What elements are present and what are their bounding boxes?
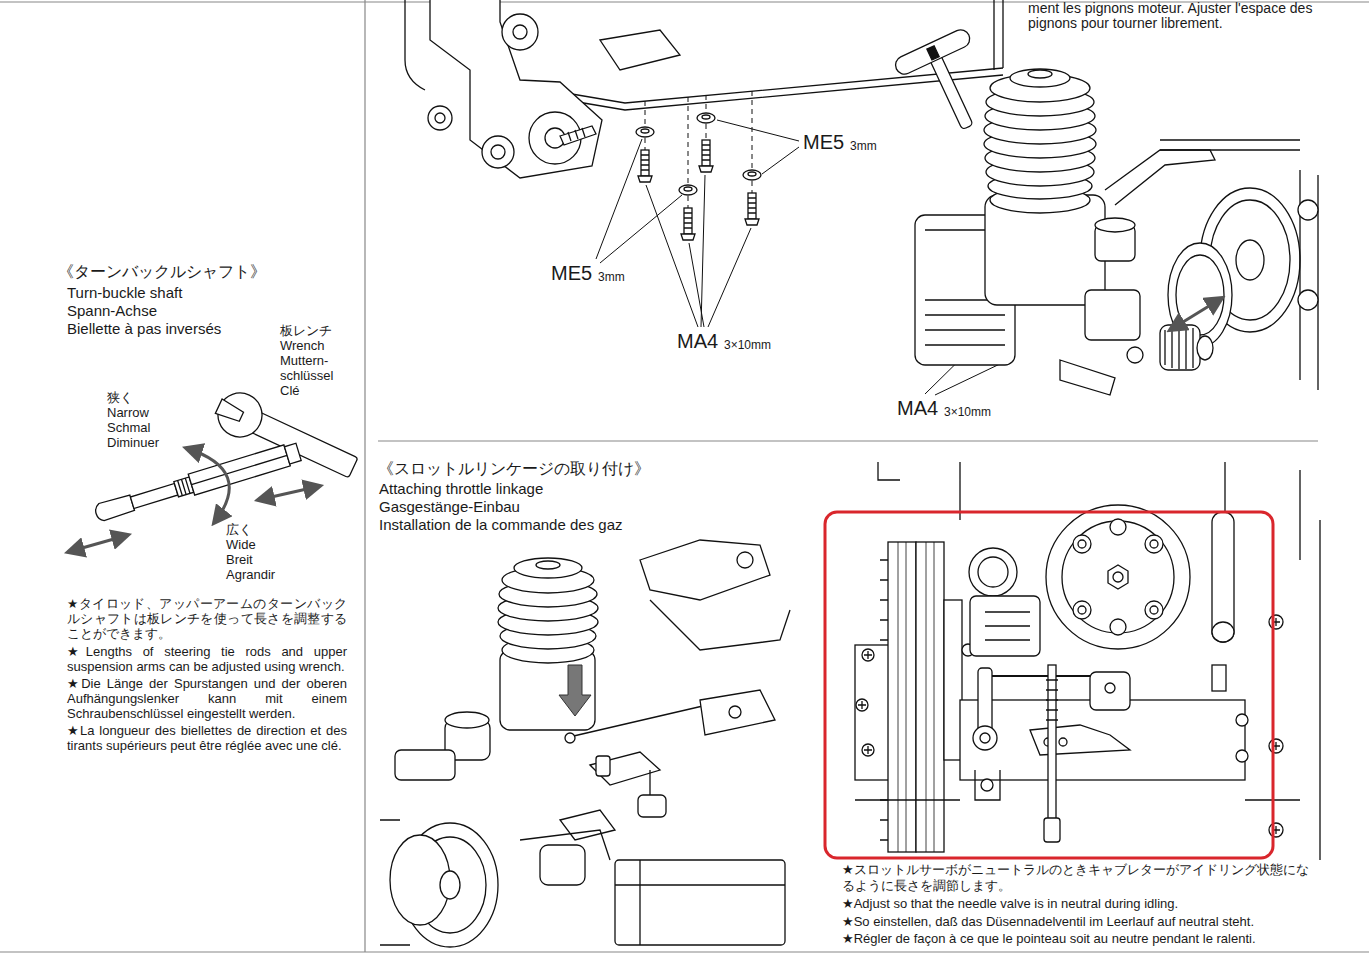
section-subtitle: Installation de la commande des gaz [379,516,622,534]
engine-illustration [893,27,1318,395]
instruction-note: ★Régler de façon à ce que le pointeau so… [842,931,1256,947]
part-code: ME5 [803,131,844,153]
throttle-linkage-illustration [380,540,790,947]
direction-arrows [68,448,320,552]
part-code: MA4 [677,330,718,352]
section-subtitle: Gasgestänge-Einbau [379,498,520,516]
part-code: MA4 [897,397,938,419]
part-size: 3×10mm [724,338,771,352]
note-text: ment les pignons moteur. Ajuster l'espac… [1028,1,1348,31]
direction-label: 広く Wide Breit Agrandir [226,522,284,582]
top-view-illustration [855,462,1320,860]
highlight-frame [825,512,1273,858]
assembly-guide-lines [645,91,752,208]
pointer-arrow [559,665,591,716]
part-size: 3×10mm [944,405,991,419]
instruction-note: ★Adjust so that the needle valve is in n… [842,896,1178,912]
part-size: 3mm [850,139,877,153]
instruction-note: ★Die Länge der Spurstangen und der obere… [67,676,347,721]
section-subtitle: Spann-Achse [67,302,157,320]
instruction-note: ★So einstellen, daß das Düsennadelventil… [842,914,1254,930]
section-subtitle: Attaching throttle linkage [379,480,543,498]
instruction-note: ★Lengths of steering tie rods and upper … [67,644,347,674]
screws-washers [636,113,761,240]
direction-label: 狭く Narrow Schmal Diminuer [107,390,177,450]
section-subtitle: Biellette à pas inversés [67,320,221,338]
adjust-arrow [1170,298,1222,330]
wrench-illustration [93,385,363,524]
section-title: 《スロットルリンケージの取り付け》 [378,459,650,478]
section-subtitle: Turn-buckle shaft [67,284,182,302]
chassis-parts [405,0,1003,178]
instruction-note: ★タイロッド、アッパーアームのターンバックルシャフトは板レンチを使って長さを調整… [67,597,347,642]
part-code: ME5 [551,262,592,284]
part-size: 3mm [598,270,625,284]
instruction-note: ★La longueur des biellettes de direction… [67,723,347,753]
tool-label: 板レンチ Wrench Muttern-schlüssel Clé [280,323,346,398]
section-title: 《ターンバックルシャフト》 [58,262,266,281]
instruction-note: ★スロットルサーボがニュートラルのときキャブレターがアイドリング状態になるように… [842,862,1316,894]
